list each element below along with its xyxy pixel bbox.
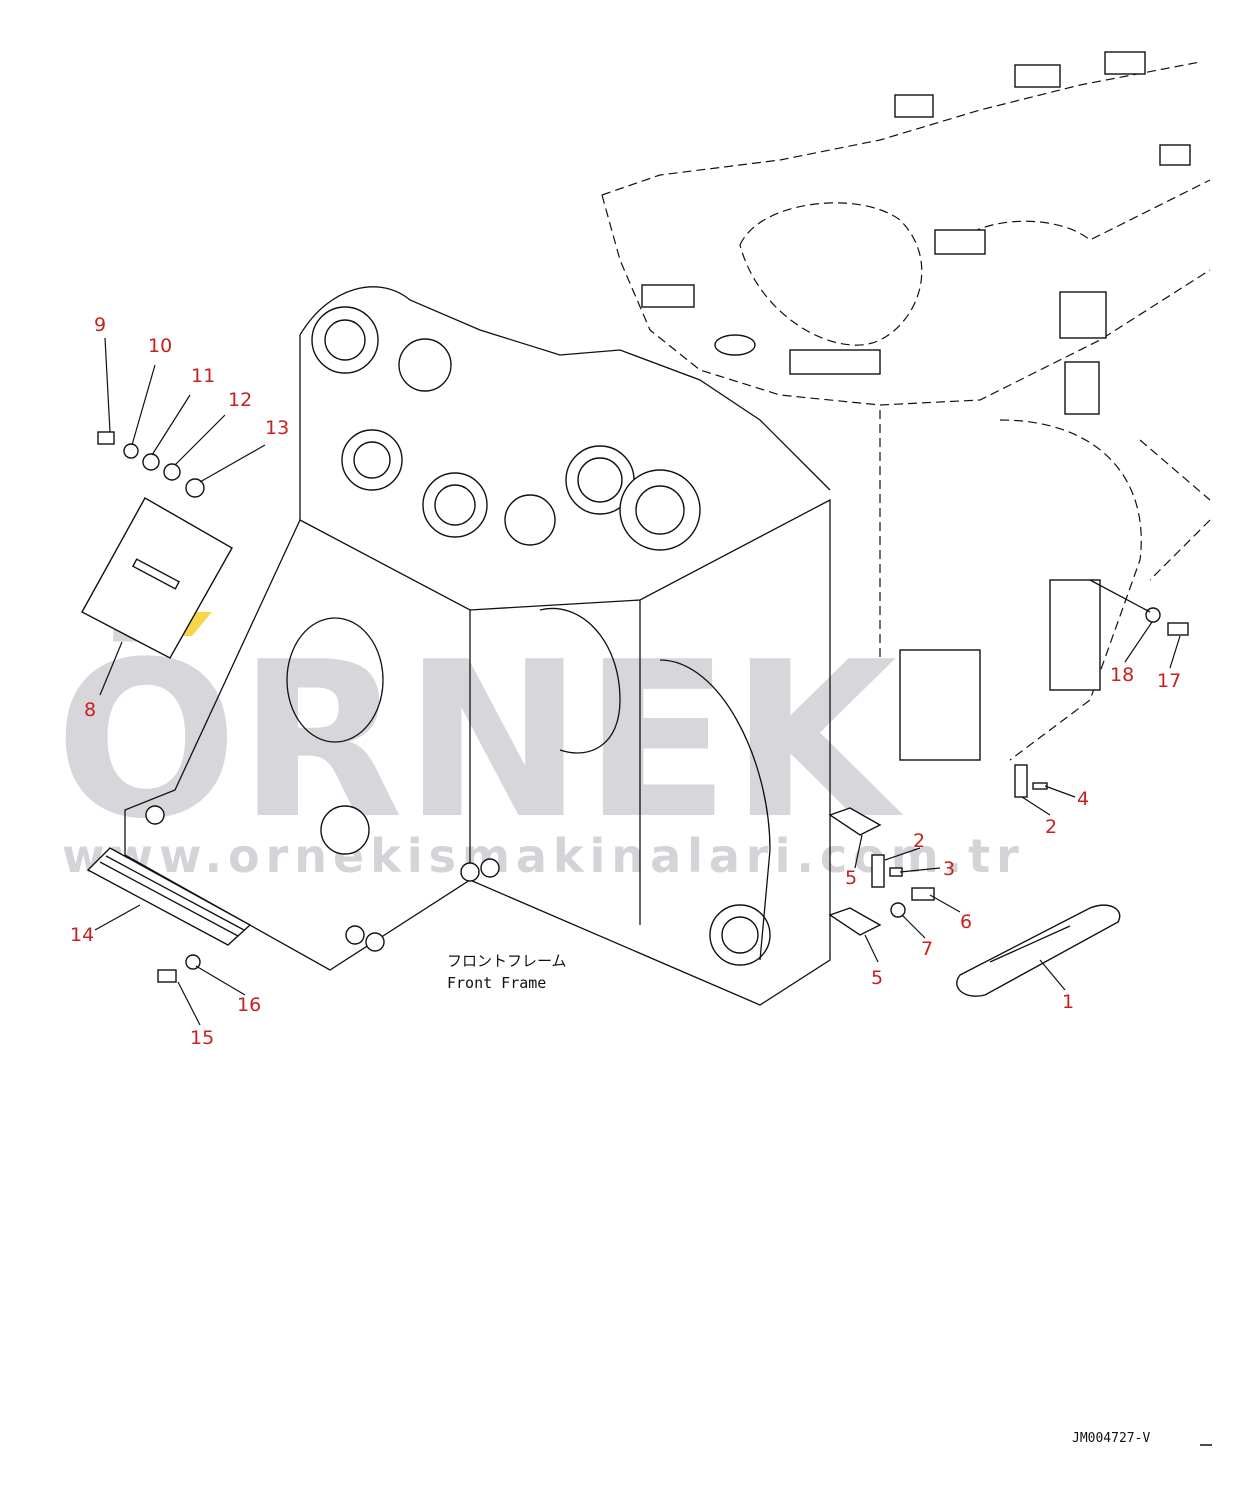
bracket-part-2a [1014, 764, 1028, 798]
caption-japanese: フロントフレーム [447, 952, 567, 970]
callout-13: 13 [265, 417, 289, 439]
callout-12: 12 [228, 389, 252, 411]
callout-2-left: 2 [913, 830, 925, 852]
callout-4: 4 [1077, 788, 1089, 810]
callouts: 9 10 11 12 13 8 14 15 16 1 2 2 3 4 5 5 6… [70, 314, 1181, 1049]
step-part-1 [956, 904, 1121, 997]
front-frame [124, 286, 831, 1006]
callout-15: 15 [190, 1027, 214, 1049]
bolt-part-6 [911, 887, 935, 901]
callout-9: 9 [94, 314, 106, 336]
parts [81, 431, 1189, 997]
callout-5-upper: 5 [845, 867, 857, 889]
leader-lines [94, 337, 1181, 1026]
rear-chassis-frame [601, 51, 1211, 761]
callout-6: 6 [960, 911, 972, 933]
callout-3: 3 [943, 858, 955, 880]
step-part-5-upper [828, 807, 882, 836]
washer-part-13 [185, 478, 205, 498]
washer-part-7 [890, 902, 906, 918]
washer-part-11 [142, 453, 160, 471]
drawing-code: JM004727-V [1072, 1431, 1150, 1446]
callout-7: 7 [921, 938, 933, 960]
callout-11: 11 [191, 365, 215, 387]
step-part-5-lower [828, 907, 882, 936]
washer-part-10 [123, 443, 139, 459]
caption-english: Front Frame [447, 974, 546, 992]
callout-1: 1 [1062, 991, 1074, 1013]
washer-part-12 [163, 463, 181, 481]
cover-plate-slot [131, 558, 181, 590]
callout-18: 18 [1110, 664, 1134, 686]
bolt-part-4 [1032, 782, 1048, 790]
callout-5-lower: 5 [871, 967, 883, 989]
watermark: ÖRNEK www.ornekismakinalari.com.tr [55, 612, 1025, 883]
callout-17: 17 [1157, 670, 1181, 692]
washer-part-18 [1145, 607, 1161, 623]
watermark-url: www.ornekismakinalari.com.tr [62, 829, 1025, 883]
bracket-part-2b [871, 854, 885, 888]
bolt-part-17 [1167, 622, 1189, 636]
callout-10: 10 [148, 335, 172, 357]
callout-16: 16 [237, 994, 261, 1016]
washer-part-16 [185, 954, 201, 970]
bolt-part-15 [157, 969, 177, 983]
callout-2-right: 2 [1045, 816, 1057, 838]
watermark-brand: ÖRNEK [55, 615, 904, 866]
callout-8: 8 [84, 699, 96, 721]
bolt-part-9 [97, 431, 115, 445]
callout-14: 14 [70, 924, 94, 946]
